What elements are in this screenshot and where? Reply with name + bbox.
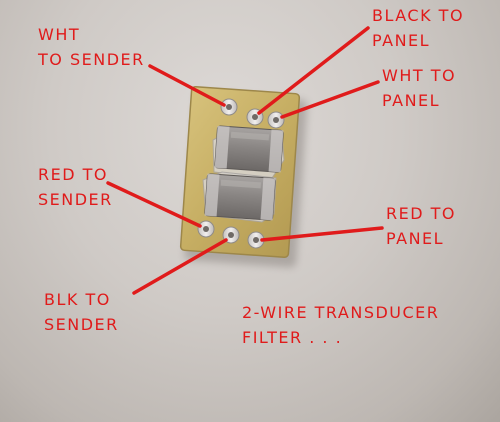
pointer-red-sender: [106, 181, 202, 228]
pointer-blk-sender: [132, 238, 228, 295]
capacitor-lower: [204, 173, 276, 221]
pointer-wht-panel: [280, 80, 380, 119]
label-blk-to-sender: BLK TO SENDER: [44, 290, 119, 334]
pointer-red-panel: [260, 226, 384, 242]
label-wht-to-panel: WHT TO PANEL: [382, 66, 457, 110]
pointer-wht-sender: [148, 64, 226, 107]
label-red-to-sender: RED TO SENDER: [38, 165, 113, 209]
pointer-black-panel: [257, 26, 370, 115]
capacitor-upper: [214, 125, 284, 173]
annotation-pointers: [106, 26, 384, 295]
label-wht-to-sender: WHT TO SENDER: [38, 25, 145, 69]
caption-filter: 2-WIRE TRANSDUCER FILTER . . .: [242, 303, 440, 347]
label-red-to-panel: RED TO PANEL: [386, 204, 456, 248]
label-black-to-panel: BLACK TO PANEL: [372, 6, 465, 50]
